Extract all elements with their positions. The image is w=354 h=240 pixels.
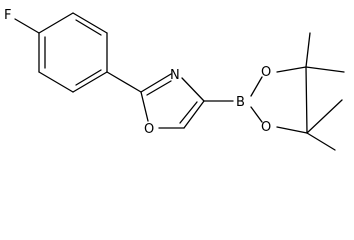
bond-c-f [14,18,40,34]
bond-c4-c5 [72,71,108,93]
bond-c1-c2 [38,12,74,34]
bond-c2-n3 [140,73,172,93]
bond-b-o-top [250,76,263,97]
atom-boronate-oxygen-bottom: O [261,120,271,135]
bond-o-bottom-c [276,126,308,134]
bond-c2-c3 [72,12,108,34]
bond-o1-c2 [140,91,149,122]
bond-o-top-c [276,66,307,73]
structure-diagram: F N O B O O [4,8,345,151]
atom-boronate-oxygen-top: O [261,65,271,80]
bond-b-o-bottom [250,106,263,123]
bond-c4-c5 [183,100,205,129]
bond-phenyl-oxazole [106,71,142,93]
methyl-bottom-right [306,99,343,134]
fluorophenyl-ring [14,12,108,93]
double-bond-inner-lower-right [75,69,102,86]
double-bond-inner-top [75,19,102,36]
bond-c5-c6 [38,71,74,93]
atom-oxazole-oxygen: O [144,122,154,137]
atom-fluorine: F [4,8,11,23]
methyl-top-up [305,32,311,68]
molecule-drawing: F N O B O O [4,8,345,151]
double-bond-c2-n3 [146,80,172,96]
atom-oxazole-nitrogen: N [170,68,180,83]
atom-labels: F N O B O O [4,8,271,137]
pinacol-boronate-ring [250,32,345,151]
bond-n3-c4 [181,77,205,102]
bond-c-c [305,66,308,134]
methyl-bottom-down [306,132,336,151]
oxazole-ring [140,73,205,129]
double-bond-c4-c5 [179,101,198,124]
atom-boron: B [236,95,245,110]
methyl-top-right [305,66,345,73]
